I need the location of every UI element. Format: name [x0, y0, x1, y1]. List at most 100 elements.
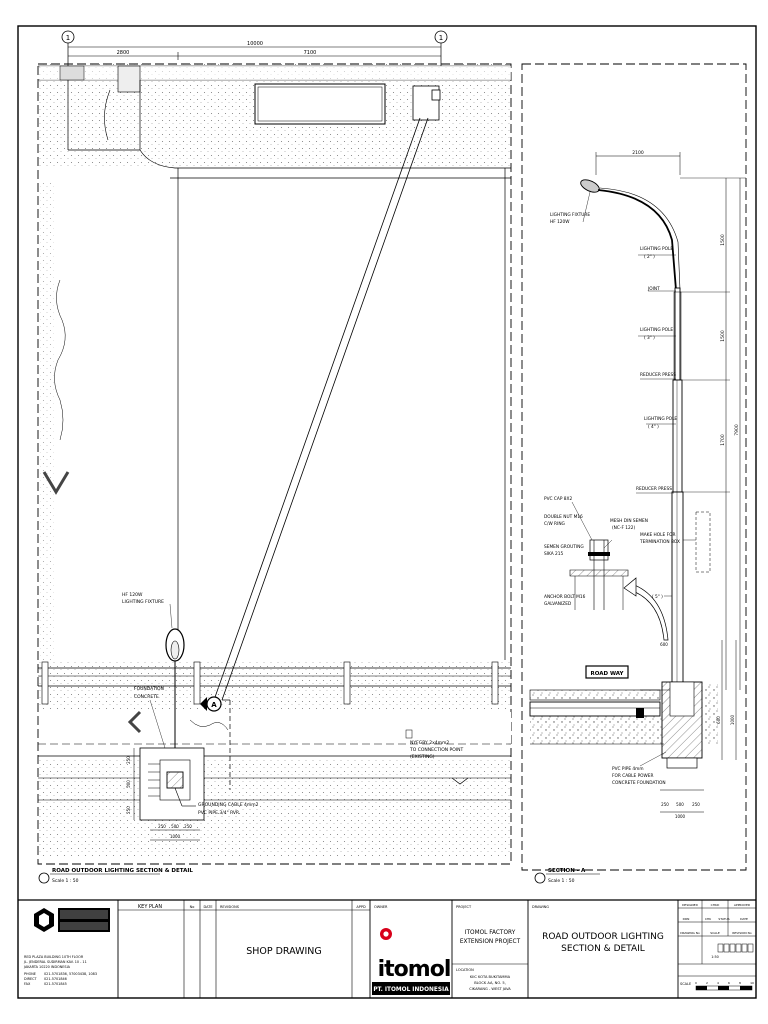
title-block: RED PLAZA BUILDING 10TH FLOOR JL. JENDER… [23, 900, 756, 998]
svg-text:600: 600 [716, 716, 721, 724]
shop-drawing-label: SHOP DRAWING [246, 946, 322, 957]
section-boundary [521, 63, 747, 871]
label-pole-3-size: ( 3" ) [644, 335, 655, 341]
pole-segment-4in [672, 379, 683, 493]
svg-text:250: 250 [184, 824, 192, 829]
location-line-2: BLOCK AA, NO. 5, [474, 981, 506, 985]
dim-right: 7100 [304, 50, 317, 56]
project-name-1: ITOMOL FACTORY [465, 930, 516, 936]
svg-text:600: 600 [660, 642, 668, 647]
road-bottom-dots [38, 760, 511, 856]
plan-view: 1 1 10000 2800 7100 [37, 30, 512, 884]
drawing-title-1: ROAD OUTDOOR LIGHTING [542, 932, 664, 942]
owner-label: OWNER [374, 905, 388, 909]
scale-bar-label: SCALE [680, 982, 691, 986]
contact-phone-value: 021-5701836, 57003438, 1083 [44, 972, 97, 976]
grid-label-right: 1 [439, 34, 443, 42]
svg-text:500: 500 [126, 780, 131, 788]
label-foundation-2: CONCRETE [134, 694, 159, 700]
meta-scale: SCALE [710, 931, 720, 935]
label-joint: JOINT [647, 286, 660, 292]
contact-fax-value: 021-5701845 [44, 982, 67, 986]
label-reducer-2: REDUCER PRESS [636, 486, 672, 492]
svg-text:500: 500 [676, 802, 684, 807]
pole-segment-2in [674, 287, 681, 381]
svg-text:1000: 1000 [730, 714, 735, 725]
section-marker-a-label: A [211, 701, 217, 709]
label-pole-4-size: ( 4" ) [648, 424, 659, 430]
dim-seg3: 1700 [720, 434, 726, 446]
roadway-label: ROAD WAY [590, 671, 624, 677]
company-line-2: JL. JENDERAL SUDIRMAN KAV. 10 - 11 [23, 960, 87, 964]
label-mesh-1: MESH DIN SEMEN [610, 518, 648, 524]
drawing-title-2: SECTION & DETAIL [561, 944, 645, 954]
pole-arm [597, 189, 677, 291]
location-line-1: KIIC KOTA BUKITAMMA [470, 975, 511, 979]
svg-text:250: 250 [126, 806, 131, 814]
label-conn-3: (EXISTING) [410, 754, 435, 760]
svg-text:500: 500 [171, 824, 179, 829]
label-pole-3: LIGHTING POLE [640, 327, 673, 333]
contact-direct-value: 021-5701846 [44, 977, 67, 981]
label-reducer-1: REDUCER PRESS [640, 372, 676, 378]
svg-text:250: 250 [126, 756, 131, 764]
roadway-label-box [585, 665, 629, 679]
label-semen-1: SEMEN GROUTING [544, 544, 584, 550]
label-fixture-2: LIGHTING FIXTURE [122, 599, 164, 605]
dim-seg1: 1500 [720, 234, 726, 246]
meta-drn: DRN [683, 917, 690, 921]
meta-approved: APPROVED [734, 903, 751, 907]
label-concrete-1: CONCRETE FOUNDATION [612, 780, 666, 786]
label-conn-2: TO CONNECTION POINT [409, 747, 463, 753]
grid-label-left: 1 [66, 34, 70, 42]
key-plan-label: KEY PLAN [138, 904, 162, 910]
left-view-title: ROAD OUTDOOR LIGHTING SECTION & DETAIL [52, 868, 193, 874]
grid-marker-left [61, 30, 75, 44]
meta-drawing-no: DRAWING No [680, 931, 700, 935]
svg-text:250: 250 [661, 802, 669, 807]
label-ground-2: PVC PIPE 3/4" PVR [198, 810, 239, 816]
contact-direct-label: DIRECT [24, 977, 37, 981]
dim-overall: 7900 [734, 424, 740, 436]
section-view-scale: Scale 1 : 50 [548, 878, 575, 884]
project-name-2: EXTENSION PROJECT [460, 939, 521, 945]
section-view: 2100 1500 1500 1700 7900 LIGHTING FIXTUR… [521, 63, 747, 884]
meta-date: DATE [740, 917, 748, 921]
label-pole-4: LIGHTING POLE [644, 416, 677, 422]
company-line-1: RED PLAZA BUILDING 10TH FLOOR [24, 955, 84, 959]
label-mesh-2: (NC-F 122) [612, 525, 635, 531]
svg-text:4: 4 [717, 981, 719, 985]
company-wordmark [58, 908, 110, 932]
label-sec-fixture-2: HF 120W [550, 219, 570, 225]
rev-appd-header: APPD [356, 905, 366, 909]
label-pvc-pipe-1: PVC PIPE 4mm [612, 766, 644, 772]
label-anchor-2: GALVANIZED [544, 601, 572, 607]
foundation-detail: 250 500 250 250 500 250 1000 [126, 747, 205, 841]
owner-brand: itomol [378, 957, 451, 982]
meta-chkd: CHKD [711, 903, 720, 907]
rev-revision-header: REVISIONS [220, 905, 240, 909]
foundation-total-dim: 1000 [170, 834, 181, 839]
label-anchor-1: ANCHOR BOLT M16 [544, 594, 586, 600]
north-chevron [42, 471, 70, 495]
svg-text:10: 10 [750, 981, 754, 985]
label-pvc-cap: PVC CAP 8X2 [544, 496, 572, 502]
project-label: PROJECT [456, 905, 472, 909]
label-pole-2-size: ( 2" ) [644, 254, 655, 260]
svg-text:0: 0 [695, 981, 697, 985]
contact-fax-label: FAX [24, 982, 31, 986]
rev-date-header: DATE [203, 905, 212, 909]
label-pole-5-size: ( 5" ) [652, 594, 663, 600]
cable-route [213, 117, 421, 701]
dim-seg2: 1500 [720, 330, 726, 342]
label-double-nut-1: DOUBLE NUT M16 [544, 514, 583, 520]
meta-revision-no: REVISION No [732, 931, 752, 935]
scale-bar: 0 2 4 6 8 10 [695, 981, 754, 991]
label-foundation-1: FOUNDATION [134, 686, 164, 692]
owner-name: PT. ITOMOL INDONESIA [373, 987, 449, 993]
dim-left: 2800 [117, 50, 130, 56]
rev-no-header: No [190, 905, 195, 909]
svg-text:250: 250 [158, 824, 166, 829]
label-conn-1: NYFGBY 2x4mm2 [410, 740, 449, 746]
